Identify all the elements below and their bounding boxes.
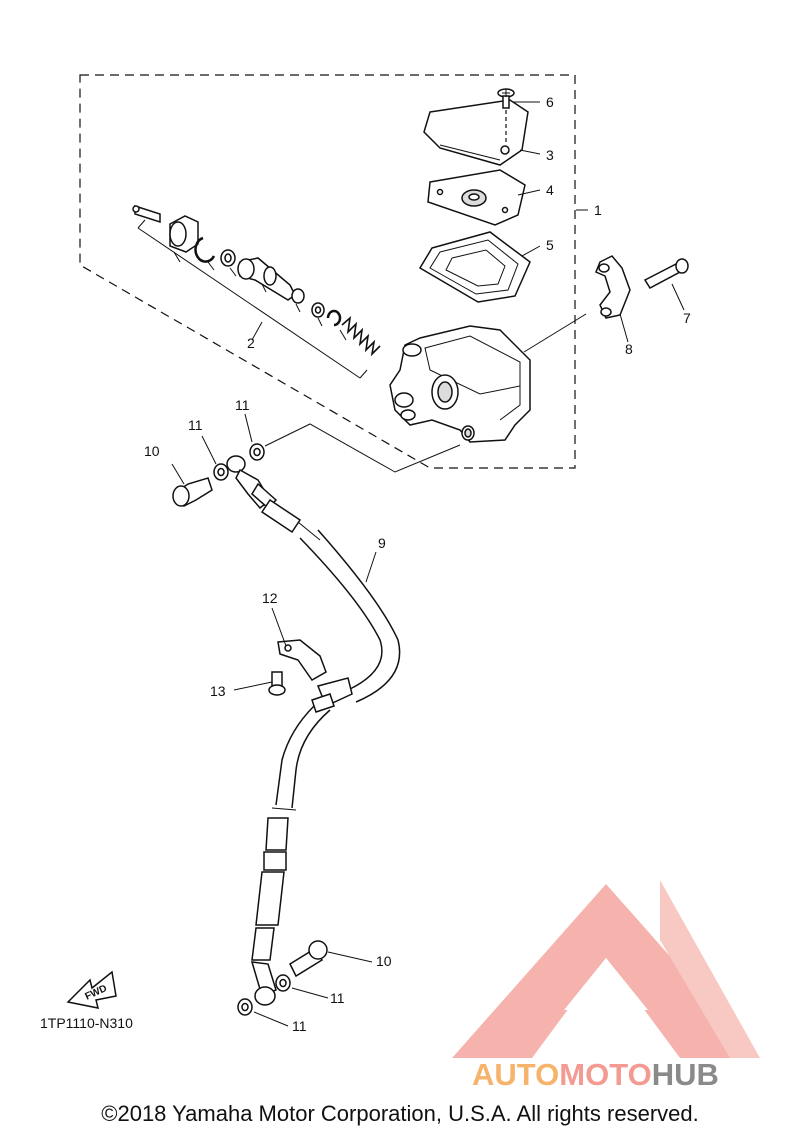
callout-4: 4: [546, 182, 554, 198]
callout-11-lower-b: 11: [292, 1018, 307, 1034]
callout-9: 9: [378, 535, 386, 551]
diagram-reference-code: 1TP1110-N310: [40, 1015, 133, 1031]
brake-hose: [250, 529, 401, 1006]
leader-lines: [171, 101, 685, 1027]
callout-11-upper-b: 11: [235, 397, 250, 413]
watermark-part-auto: AUTO: [472, 1057, 560, 1092]
washer-lower-a-hole: [279, 978, 287, 988]
callout-7: 7: [683, 310, 691, 326]
brake-hose-upper-fitting: [226, 455, 302, 534]
banjo-bolt-upper-icon: [172, 477, 213, 507]
reservoir-cap: [423, 99, 529, 166]
callout-6: 6: [546, 94, 554, 110]
banjo-bolt-lower-icon: [289, 940, 328, 978]
hose-bracket: [277, 639, 327, 681]
watermark-logo-icon: [452, 880, 760, 1058]
washer-lower-b-hole: [241, 1002, 249, 1012]
piston-kit: [132, 204, 381, 379]
assembly-boundary: [79, 74, 576, 469]
clamp-bolt-icon: [643, 258, 689, 289]
hose-break-mark: [271, 521, 321, 811]
callout-11-lower-a: 11: [330, 990, 345, 1006]
callout-3: 3: [546, 147, 554, 163]
hose-leader-line: [264, 423, 461, 473]
watermark-wordmark: AUTOMOTOHUB: [472, 1057, 719, 1093]
callout-11-upper-a: 11: [188, 417, 203, 433]
washer-upper-a-hole: [217, 467, 225, 477]
diaphragm-plate: [427, 169, 526, 226]
diaphragm: [418, 231, 531, 303]
cap-screw-icon: [497, 88, 515, 145]
callout-5: 5: [546, 237, 554, 253]
callout-1: 1: [594, 202, 602, 218]
handlebar-clamp: [595, 255, 631, 319]
fwd-arrow-icon: FWD: [66, 970, 117, 1009]
callout-10-upper: 10: [144, 443, 160, 459]
watermark-part-hub: HUB: [651, 1057, 719, 1092]
callout-8: 8: [625, 341, 633, 357]
callout-12: 12: [262, 590, 278, 606]
bracket-bolt-icon: [268, 671, 286, 696]
callout-13: 13: [210, 683, 226, 699]
washer-upper-b-hole: [253, 447, 261, 457]
watermark-part-moto: MOTO: [559, 1057, 652, 1092]
copyright-notice: ©2018 Yamaha Motor Corporation, U.S.A. A…: [101, 1101, 699, 1126]
callout-2: 2: [247, 335, 255, 351]
master-cylinder-body: [389, 325, 531, 443]
callout-10-lower: 10: [376, 953, 392, 969]
